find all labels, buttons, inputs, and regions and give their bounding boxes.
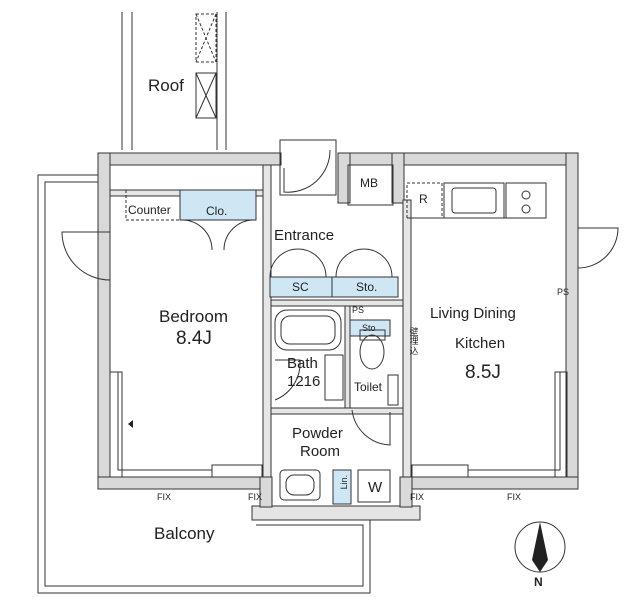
balcony-outline xyxy=(37,174,421,594)
bedroom-side-window xyxy=(109,371,123,478)
washer-label: W xyxy=(368,479,383,496)
fix-label-3: FIX xyxy=(410,492,425,502)
toilet-door xyxy=(351,409,391,446)
ldk-side-window xyxy=(554,371,568,478)
ldk-balcony-door xyxy=(577,227,619,269)
balcony-label: Balcony xyxy=(154,524,215,543)
bedroom-balcony-door xyxy=(61,231,111,281)
wall-outlet-label: 壁埋込 xyxy=(409,327,419,356)
storage-doors xyxy=(335,248,393,278)
toilet-label: Toilet xyxy=(354,380,383,394)
bedroom-size: 8.4J xyxy=(176,328,212,349)
closet-label: Clo. xyxy=(206,204,228,218)
compass-needle xyxy=(532,522,548,572)
bedroom-label: Bedroom xyxy=(159,307,228,326)
entrance-label: Entrance xyxy=(274,227,335,244)
small-storage-label: Sto xyxy=(362,323,376,333)
closet-door-left xyxy=(181,219,213,251)
powder-room-label-2: Room xyxy=(300,443,341,460)
stair-marker xyxy=(128,420,133,428)
roof-area xyxy=(121,12,227,150)
powder-room-label-1: Powder xyxy=(292,425,343,442)
bathtub xyxy=(274,309,342,351)
fridge-label: R xyxy=(419,192,428,206)
entrance-door xyxy=(283,149,331,193)
compass-north-label: N xyxy=(534,575,543,589)
ldk-label-1: Living Dining xyxy=(430,305,516,322)
counter-outline xyxy=(125,189,181,221)
bath-door xyxy=(274,359,301,401)
closet-door-right xyxy=(223,219,255,251)
fix-label-1: FIX xyxy=(157,492,172,502)
roof-label: Roof xyxy=(148,76,184,95)
bath-label: Bath xyxy=(287,355,318,372)
ldk-label-2: Kitchen xyxy=(455,335,506,352)
sc-doors xyxy=(269,248,327,278)
meter-box xyxy=(347,164,394,206)
fix-label-4: FIX xyxy=(507,492,522,502)
mb-label: MB xyxy=(360,176,378,190)
ldk-fix-window xyxy=(411,464,469,478)
washer-space xyxy=(357,469,391,503)
ps-label-2: PS xyxy=(557,287,570,297)
bath-size: 1216 xyxy=(287,373,321,390)
ps-label-1: PS xyxy=(352,305,365,315)
counter-label: Counter xyxy=(128,203,171,217)
bedroom-fix-window xyxy=(211,464,263,478)
storage-label: Sto. xyxy=(356,280,378,294)
fix-label-2: FIX xyxy=(248,492,263,502)
ldk-size: 8.5J xyxy=(465,362,501,383)
outer-walls xyxy=(97,152,579,508)
storage-fills xyxy=(179,189,399,505)
linen-label: Lin. xyxy=(339,474,350,490)
sc-label: SC xyxy=(292,280,309,294)
sink xyxy=(279,469,321,501)
toilet-bowl xyxy=(359,334,385,370)
